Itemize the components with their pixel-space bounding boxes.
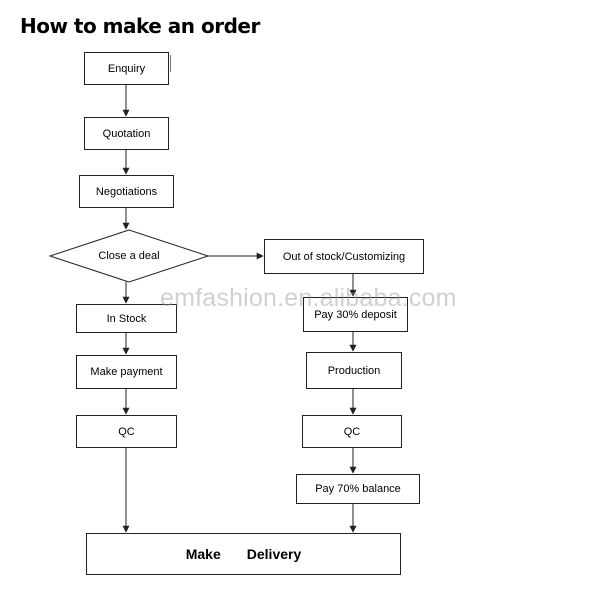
node-qc-left-label: QC [118, 425, 135, 438]
node-enquiry-label: Enquiry [107, 62, 146, 75]
node-qc-right: QC [302, 415, 402, 448]
node-delivery-word-delivery: Delivery [246, 546, 302, 562]
node-negotiations-label: Negotiations [95, 185, 158, 198]
node-delivery: Make Delivery [86, 533, 401, 575]
node-qc-left: QC [76, 415, 177, 448]
diagram-title: How to make an order [20, 14, 260, 38]
decision-label-close-deal: Close a deal [98, 250, 160, 262]
node-production: Production [306, 352, 402, 389]
node-enquiry: Enquiry [84, 52, 171, 85]
node-delivery-word-make: Make [185, 546, 221, 562]
node-in-stock: In Stock [76, 304, 177, 333]
node-qc-right-label: QC [343, 425, 361, 438]
node-make-payment: Make payment [76, 355, 177, 389]
node-deposit: Pay 30% deposit [303, 297, 408, 332]
node-out-of-stock-label: Out of stock/Customizing [282, 250, 406, 263]
node-negotiations: Negotiations [79, 175, 174, 208]
node-balance-label: Pay 70% balance [315, 483, 401, 495]
node-in-stock-label: In Stock [106, 312, 147, 325]
node-balance: Pay 70% balance [296, 474, 420, 504]
node-quotation-label: Quotation [102, 127, 151, 140]
node-deposit-label: Pay 30% deposit [314, 308, 397, 321]
node-quotation: Quotation [84, 117, 169, 150]
node-out-of-stock: Out of stock/Customizing [264, 239, 424, 274]
node-make-payment-label: Make payment [90, 366, 163, 378]
node-production-label: Production [327, 364, 381, 377]
